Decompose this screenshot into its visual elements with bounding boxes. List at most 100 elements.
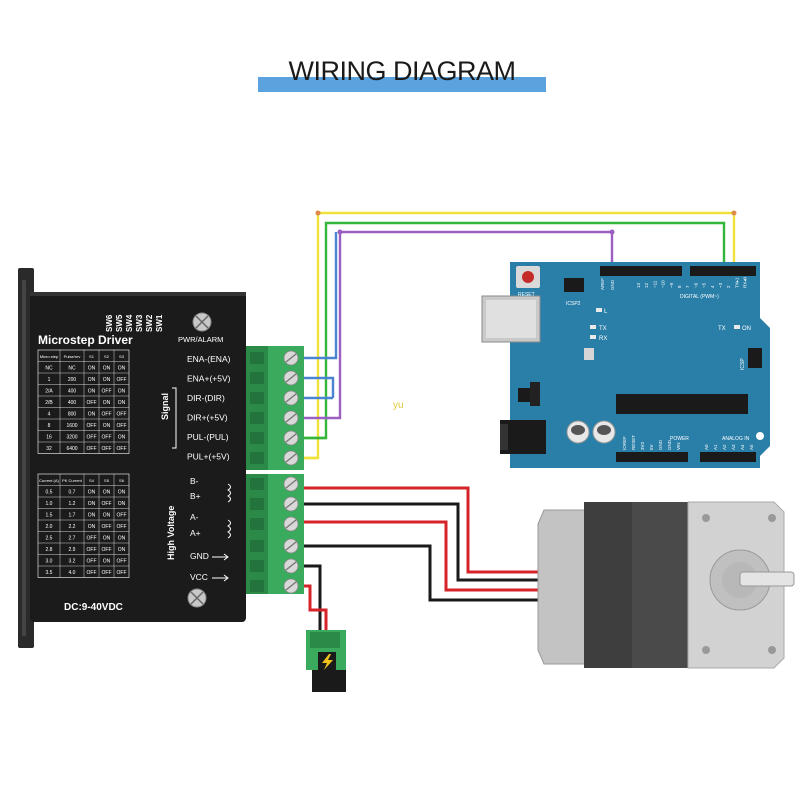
table-cell: ON [88,501,96,507]
table-cell: 16 [46,435,52,441]
icsp-header [748,348,762,368]
table-cell: OFF [87,559,97,565]
table-cell: 1.2 [69,501,76,507]
table-cell: ON [88,377,96,383]
table-cell: OFF [87,570,97,576]
digital-pin-label: ~11 [652,280,657,288]
motor-body-dark [584,502,646,668]
gnd-pin-label: GND [610,279,615,290]
analog-pin-label: A5 [749,444,754,450]
table-cell: ON [103,490,111,496]
table-header-cell: S6 [119,478,125,483]
analog-pin-label: A2 [722,444,727,450]
terminal-screw-slot [285,541,297,551]
table-cell: OFF [102,524,112,530]
table-cell: 1600 [66,423,77,429]
capacitor-1-top [571,425,585,435]
analog-label: ANALOG IN [722,436,750,442]
table-cell: ON [103,400,111,406]
table-cell: ON [118,366,126,372]
led-l-label: L [604,309,608,315]
wire-junction [315,210,321,216]
table-cell: 0.7 [69,490,76,496]
power-terminal-label: A- [190,512,199,522]
terminal-clamp [250,352,264,364]
signal-terminal-label: PUL+(+5V) [187,452,230,462]
table-header-cell: PK Current [62,478,83,483]
led-rx [590,335,596,339]
table-cell: OFF [87,400,97,406]
table-cell: ON [118,435,126,441]
table-cell: ON [103,377,111,383]
driver-name: Microstep Driver [38,333,133,347]
table-cell: OFF [87,536,97,542]
table-cell: ON [88,513,96,519]
dc-barrel-jack-face [500,424,508,450]
icsp-label: ICSP [740,358,746,370]
table-cell: OFF [117,524,127,530]
terminal-screw-slot [285,479,297,489]
terminal-clamp [250,452,264,464]
hv-group-label: High Voltage [166,506,176,560]
table-cell: 1.7 [69,513,76,519]
digital-pin-label: 13 [636,282,641,288]
terminal-clamp [250,432,264,444]
terminal-screw-slot [285,561,297,571]
stepper-motor [537,501,795,669]
table-cell: 3.0 [46,559,53,565]
power-label: POWER [670,436,689,442]
digital-label: DIGITAL (PWM~) [680,294,719,300]
led-l [596,308,602,312]
digital-pin-label: ~9 [669,282,674,288]
motor-body-front [632,502,700,668]
switch-label: SW4 [125,314,134,332]
analog-pin-label: A3 [731,444,736,450]
terminal-screw-slot [285,413,297,423]
microcontroller-chip [616,394,748,414]
table-cell: 4.0 [69,570,76,576]
table-cell: OFF [117,559,127,565]
wire-junction [337,229,343,235]
digital-pin-label: 7 [685,285,690,288]
power-wires [300,564,328,632]
power-pin-label: GND [658,439,663,450]
table-cell: 2.5 [46,536,53,542]
terminal-clamp [250,540,264,552]
signal-group-label: Signal [160,393,170,420]
signal-terminal-label: ENA-(ENA) [187,354,231,364]
table-cell: ON [118,400,126,406]
terminal-clamp [250,560,264,572]
terminal-blocks [246,346,304,594]
table-cell: OFF [87,423,97,429]
on-label: ON [742,326,751,332]
terminal-screw-slot [285,353,297,363]
wire-junction [609,229,615,235]
table-cell: OFF [102,446,112,452]
led-on [734,325,740,329]
watermark: yu [393,400,404,411]
table-cell: ON [118,501,126,507]
table-cell: OFF [87,435,97,441]
table-cell: 800 [68,412,77,418]
digital-pin-label: ~6 [693,282,698,288]
table-cell: NC [68,366,76,372]
table-header-cell: S1 [89,354,95,359]
table-cell: OFF [117,446,127,452]
table-frame [37,473,130,578]
terminal-screw-slot [285,453,297,463]
table-cell: ON [118,536,126,542]
table-cell: OFF [102,547,112,553]
terminal-screw-slot [285,433,297,443]
coil-symbol-a [227,519,231,539]
dc-jack-body [312,668,346,692]
table-cell: OFF [117,570,127,576]
dc-voltage-label: DC:9-40VDC [64,602,123,613]
power-pin-label: RESET [631,435,636,450]
table-cell: 1.0 [46,501,53,507]
